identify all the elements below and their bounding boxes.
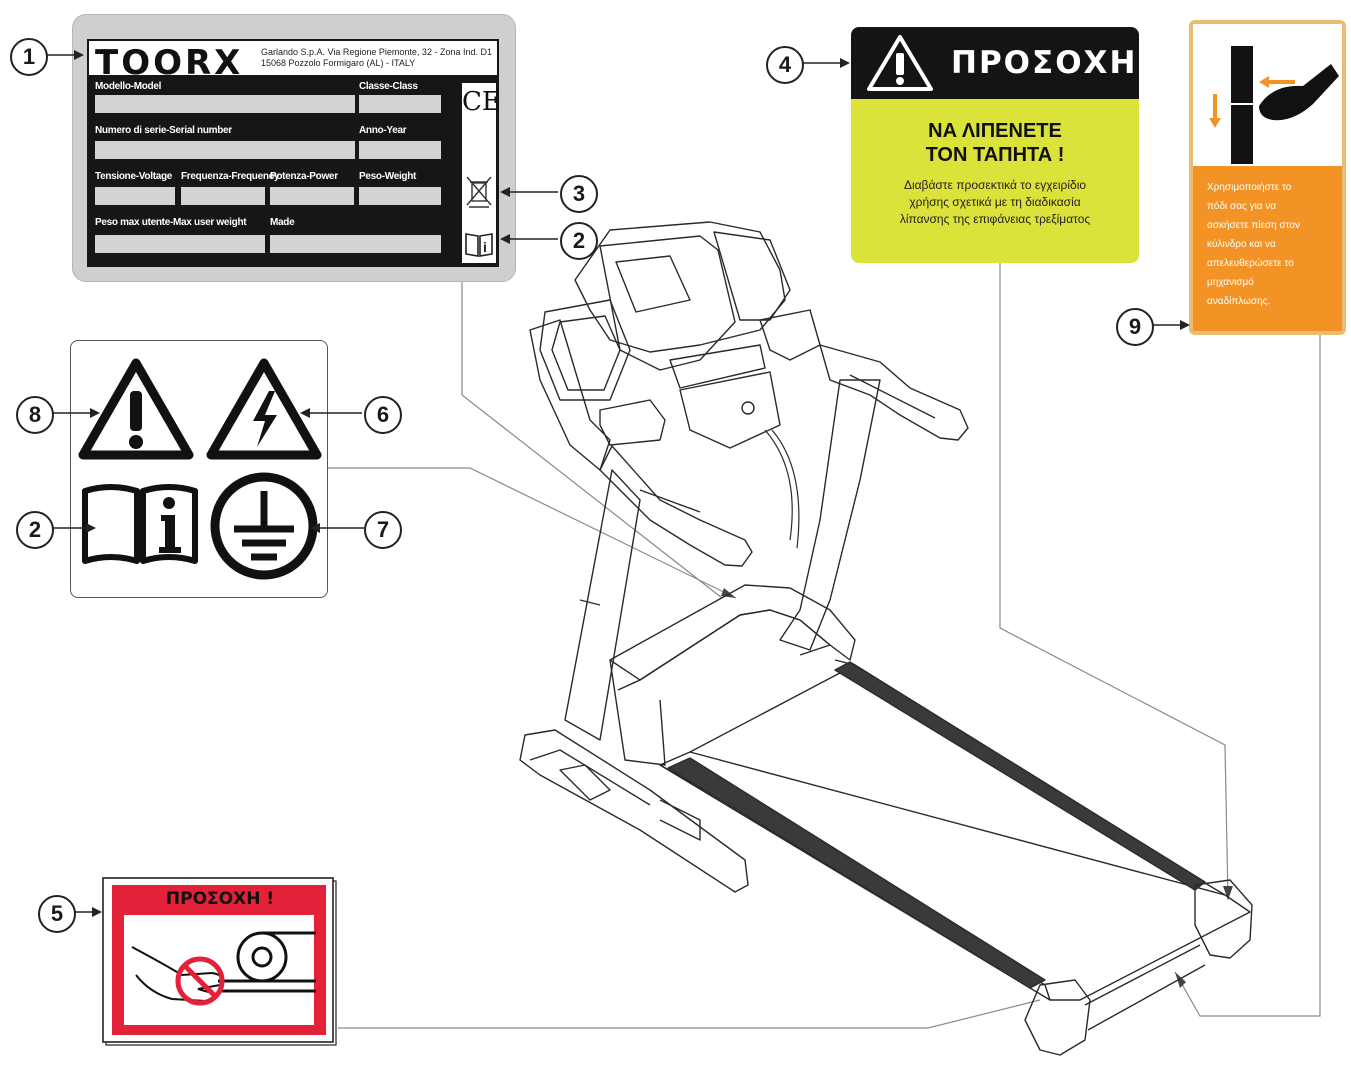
callout-3: 3 [560,175,598,213]
product-nameplate: TOORX Garlando S.p.A. Via Regione Piemon… [72,14,516,282]
arrow-5 [74,907,102,917]
lubricate-belt-sticker: ΠΡΟΣΟΧΗ ΝΑ ΛΙΠΕΝΕΤΕ ΤΟΝ ΤΑΠΗΤΑ ! Διαβάστ… [851,27,1139,263]
arrow-2-nameplate [500,234,558,244]
label-frequency: Frequenza-Frequency [181,171,280,182]
release-text-line4: κύλινδρο και να [1207,239,1276,250]
arrow-2-symbols [52,523,96,533]
attention-body: ΝΑ ΛΙΠΕΝΕΤΕ ΤΟΝ ΤΑΠΗΤΑ ! Διαβάστε προσεκ… [851,99,1139,263]
electric-hazard-icon [206,358,322,460]
arrow-9 [1152,320,1190,330]
warning-triangle-icon [867,35,933,91]
crossed-bin-icon [466,176,492,208]
leader-line-nameplate [461,282,723,599]
callout-4: 4 [766,46,804,84]
safety-symbols-panel [70,340,328,598]
leader-line-symbols [327,467,737,599]
attention-heading-line1: ΝΑ ΛΙΠΕΝΕΤΕ [928,120,1062,142]
leader-line-release [1174,335,1321,1017]
ground-earth-icon [210,472,318,580]
svg-text:i: i [483,239,487,255]
release-text-line3: ασκήσετε πίεση στον [1207,220,1300,231]
arrow-3 [500,187,558,197]
release-text-line5: απελευθερώσετε το [1207,258,1294,269]
manufacturer-address-line2: 15068 Pozzolo Formigaro (AL) - ITALY [261,58,416,68]
attention-text-line2: χρήσης σχετικά με τη διαδικασία [909,195,1081,209]
leader-line-attention [999,263,1229,901]
read-manual-icon [82,484,198,564]
brand-logo: TOORX [95,43,244,83]
field-power [270,187,354,205]
field-max-user-weight [95,235,265,253]
arrow-1 [46,50,84,60]
attention-title: ΠΡΟΣΟΧΗ [951,45,1138,81]
attention-heading-line2: ΤΟΝ ΤΑΠΗΤΑ ! [925,144,1065,166]
nameplate-header: TOORX Garlando S.p.A. Via Regione Piemon… [87,39,499,83]
callout-1: 1 [10,38,48,76]
caution-sticker-graphic [102,877,337,1046]
release-text-line6: μηχανισμό [1207,277,1254,288]
label-class: Classe-Class [359,81,418,92]
attention-text-line3: λίπανσης της επιφάνειας τρεξίματος [899,212,1091,226]
arrow-6 [300,408,362,418]
nameplate-label-area: TOORX Garlando S.p.A. Via Regione Piemon… [87,39,501,267]
label-power: Potenza-Power [270,171,338,182]
release-text-line1: Χρησιμοποιήστε το [1207,182,1292,193]
ce-mark: CE [462,87,501,117]
attention-text-line1: Διαβάστε προσεκτικά το εγχειρίδιο [903,178,1087,192]
callout-2-symbols: 2 [16,511,54,549]
manual-info-icon: i [465,233,493,257]
callout-2-nameplate: 2 [560,222,598,260]
release-text-line2: πόδι σας για να [1207,201,1277,212]
callout-7: 7 [364,511,402,549]
arrow-8 [52,408,100,418]
release-text-line7: αναδίπλωσης. [1207,296,1271,307]
callout-5: 5 [38,895,76,933]
label-model: Modello-Model [95,81,162,92]
field-weight [359,187,441,205]
arrow-4 [802,58,850,68]
field-class [359,95,441,113]
label-year: Anno-Year [359,125,407,136]
label-voltage: Tensione-Voltage [95,171,173,182]
field-serial [95,141,355,159]
callout-8: 8 [16,396,54,434]
fold-release-illustration [1193,24,1342,166]
label-serial: Numero di serie-Serial number [95,125,232,136]
label-max-user-weight: Peso max utente-Max user weight [95,217,247,228]
callout-9: 9 [1116,308,1154,346]
roller-caution-sticker: ΠΡΟΣΟΧΗ ! [102,877,338,1047]
field-made [270,235,441,253]
field-year [359,141,441,159]
foot-press-icon [1209,46,1339,164]
arrow-7 [310,523,364,533]
certification-column: CE i [462,83,501,263]
attention-header: ΠΡΟΣΟΧΗ [851,27,1139,99]
caution-title: ΠΡΟΣΟΧΗ ! [165,889,275,909]
fold-release-sticker: Χρησιμοποιήστε το πόδι σας για να ασκήσε… [1189,20,1346,335]
field-voltage [95,187,175,205]
leader-line-caution [338,999,1041,1029]
label-weight: Peso-Weight [359,171,417,182]
field-frequency [181,187,265,205]
field-model [95,95,355,113]
warning-exclamation-icon [78,358,194,460]
label-made: Made [270,217,295,228]
callout-6: 6 [364,396,402,434]
manufacturer-address-line1: Garlando S.p.A. Via Regione Piemonte, 32… [261,47,492,57]
